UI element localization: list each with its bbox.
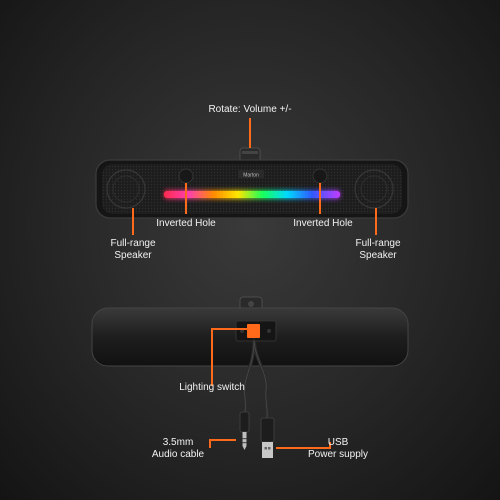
lighting-switch-button [247,324,260,338]
usb-plug-icon [260,417,275,458]
label-rotate-volume: Rotate: Volume +/- [208,104,292,115]
label-full-range-right: Full-range Speaker [355,238,401,261]
back-view [91,296,409,367]
cable-highlights [244,340,268,419]
label-inverted-hole-right: Inverted Hole [293,218,353,229]
inverted-hole-right [312,168,328,184]
speaker-grille-icon [106,169,146,209]
audio-jack-icon [239,411,250,450]
label-lighting-switch: Lighting switch [179,382,245,393]
label-inverted-hole-left: Inverted Hole [156,218,216,229]
inverted-hole-left [178,168,194,184]
front-view: Marton [95,147,409,219]
speaker-grille-icon [354,169,394,209]
rgb-light-bar-icon [164,191,340,198]
label-full-range-left: Full-range Speaker [110,238,156,261]
label-usb-power: USB Power supply [307,437,369,460]
brand-logo: Marton [243,173,259,179]
back-callouts [209,328,331,449]
label-audio-cable: 3.5mm Audio cable [151,437,205,460]
front-callouts [132,118,377,235]
